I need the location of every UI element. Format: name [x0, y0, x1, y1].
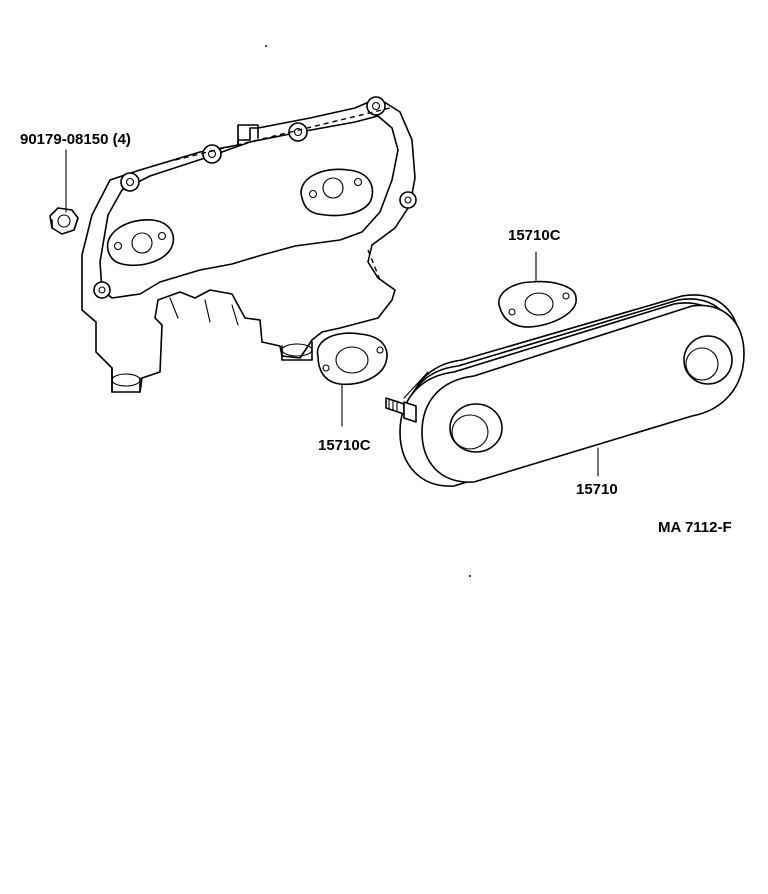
label-oil-cooler: 15710: [576, 481, 618, 498]
label-figure-code: MA 7112-F: [658, 519, 732, 536]
label-nut-part-number: 90179-08150 (4): [20, 131, 131, 148]
hex-nut-icon: [49, 207, 79, 235]
gasket-upper-icon: [498, 280, 577, 328]
oil-cooler-element: [385, 294, 745, 487]
gasket-lower-icon: [316, 332, 388, 386]
label-gasket-lower: 15710C: [318, 437, 371, 454]
stray-mark: [469, 575, 471, 577]
oil-cooler-cover: [81, 96, 417, 393]
label-gasket-upper: 15710C: [508, 227, 561, 244]
stray-mark: [265, 45, 267, 47]
